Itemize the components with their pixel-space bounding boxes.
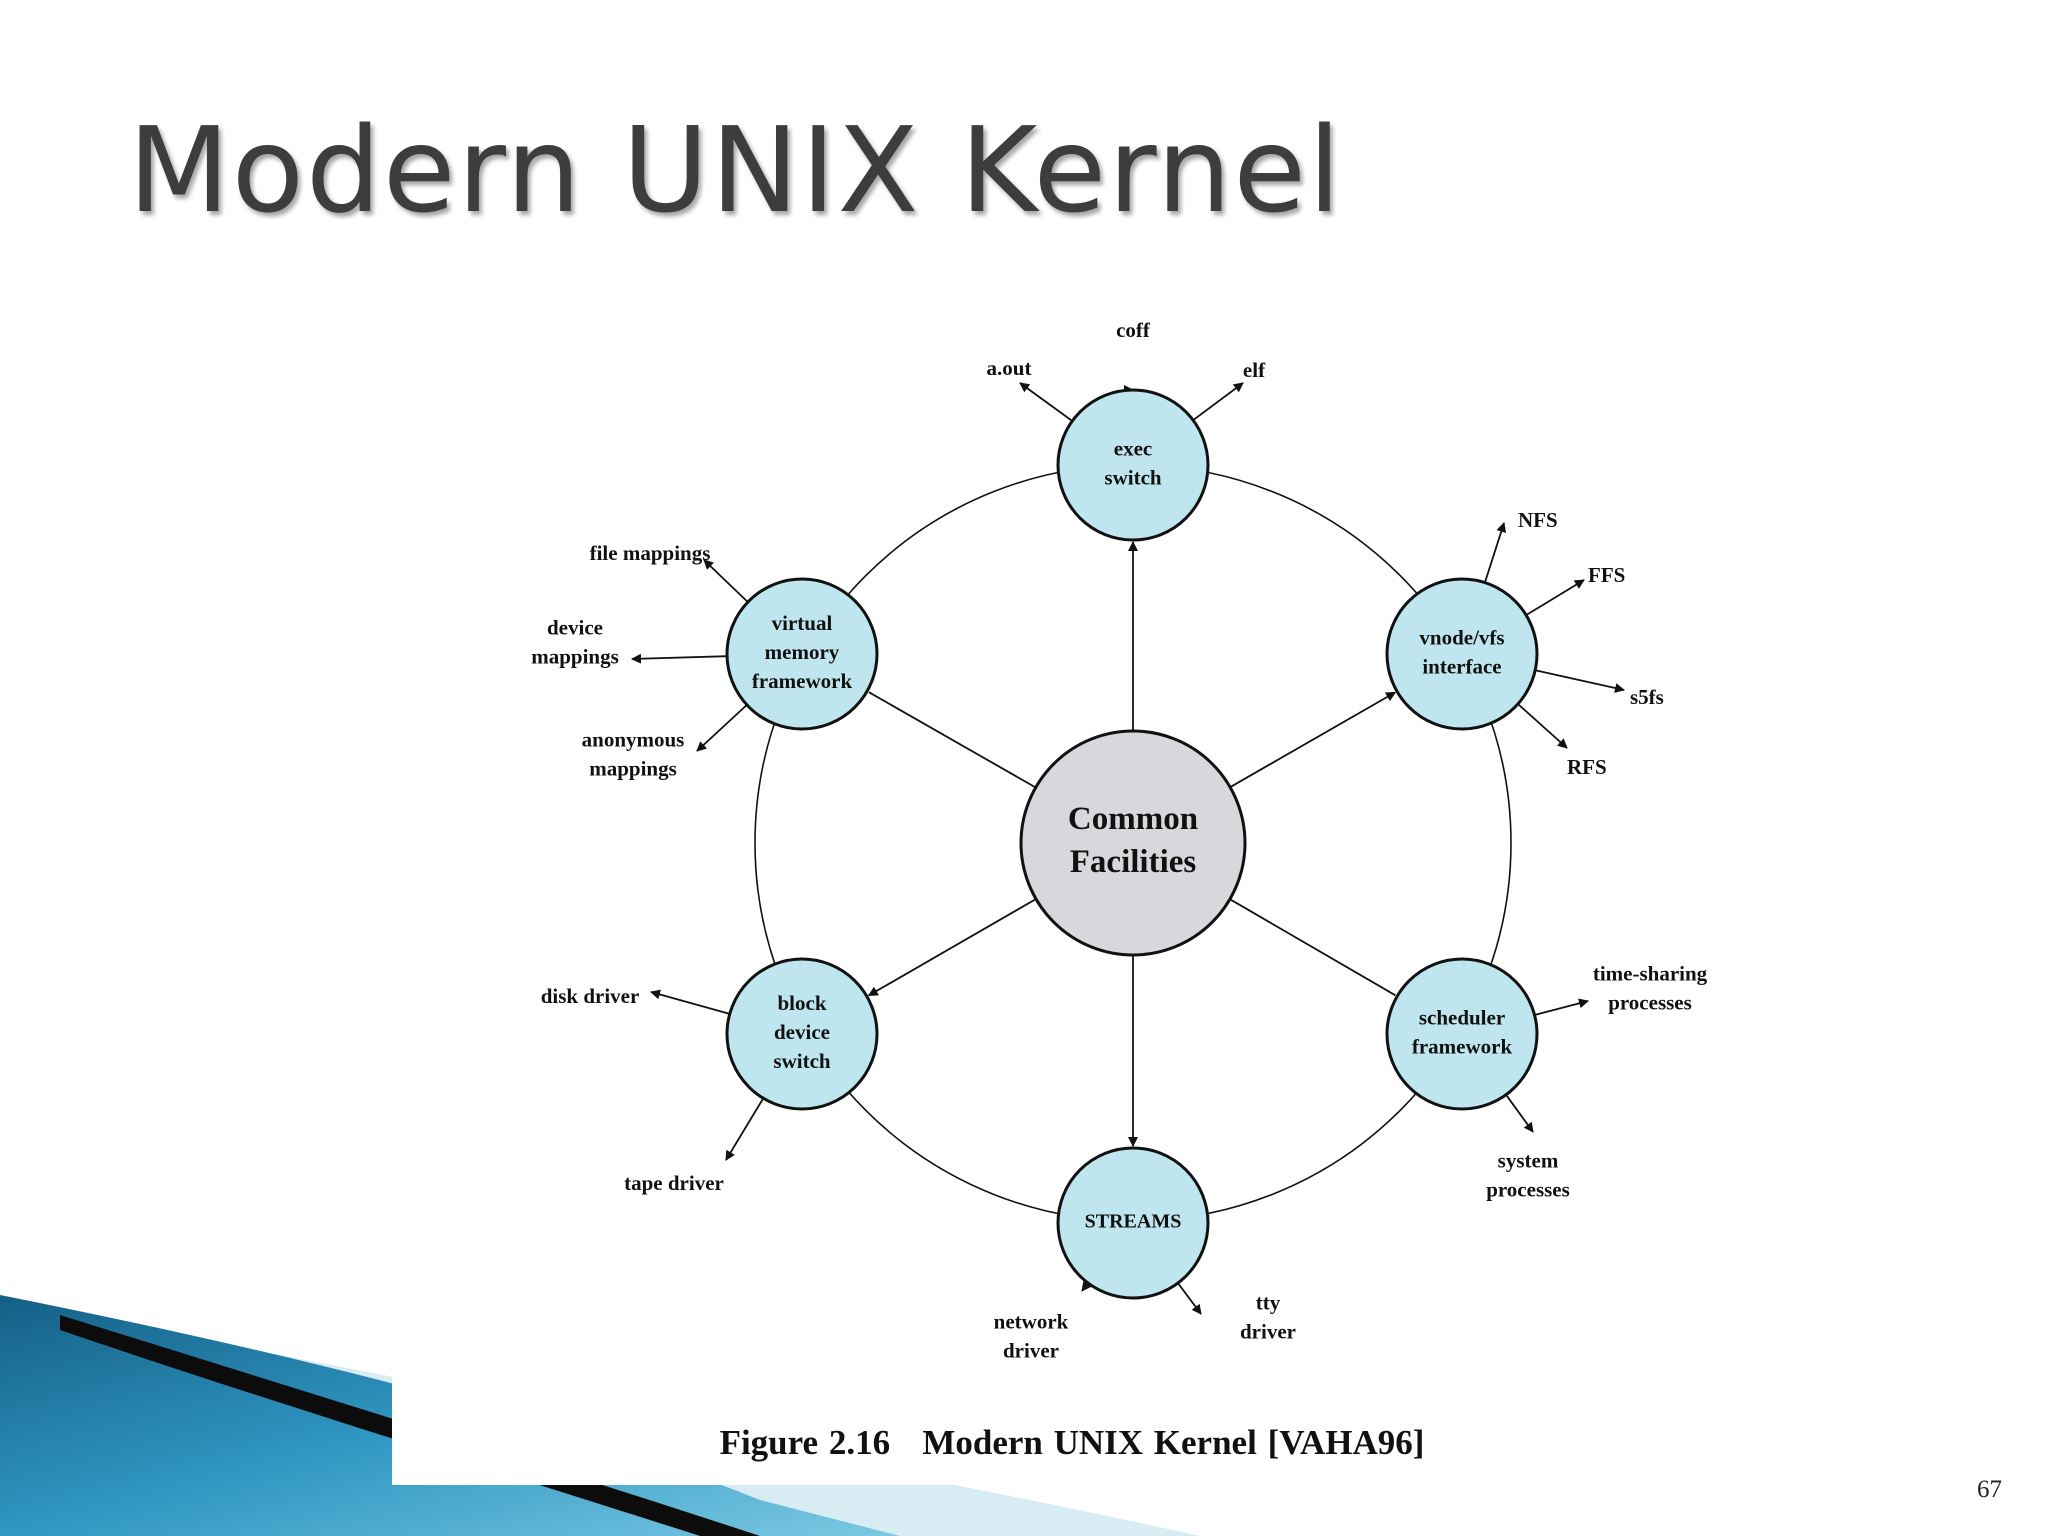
output-label-elf: elf [1243, 358, 1266, 382]
module-block-device-switch [725, 957, 879, 1111]
module-scheduler-framework [1385, 957, 1539, 1111]
figure-caption: Figure 2.16 Modern UNIX Kernel [VAHA96] [719, 1423, 1425, 1462]
connector-block-device-switch [867, 898, 1037, 997]
arrow-rfs [1517, 703, 1568, 749]
output-label-a-out: a.out [987, 356, 1032, 380]
module-label-streams: STREAMS [1085, 1211, 1182, 1233]
arrow-ffs [1525, 579, 1585, 616]
arrow-file-mappings [703, 559, 749, 603]
arrow-system-processes [1505, 1094, 1534, 1133]
module-exec-switch [1056, 388, 1210, 542]
common-facilities-node [1019, 729, 1247, 957]
arrow-tape-driver [725, 1097, 765, 1161]
module-vnode-vfs-interface [1385, 577, 1539, 731]
output-label-file-mappings: file mappings [590, 541, 711, 565]
connector-virtual-memory-framework [868, 691, 1037, 789]
module-virtual-memory-framework [725, 577, 879, 731]
connector-scheduler-framework [1229, 898, 1396, 997]
arrow-s5fs [1535, 669, 1625, 693]
arrow-network-driver [1081, 1280, 1092, 1292]
output-label-tape-driver: tape driver [624, 1171, 724, 1195]
arrow-elf [1192, 382, 1244, 421]
output-label-coff: coff [1116, 318, 1151, 342]
arrow-disk-driver [650, 989, 730, 1015]
output-label-s5fs: s5fs [1630, 685, 1664, 709]
output-label-nfs: NFS [1518, 508, 1558, 532]
module-streams [1056, 1146, 1210, 1300]
output-label-rfs: RFS [1567, 755, 1607, 779]
arrow-tty-driver [1177, 1282, 1202, 1315]
arrow-device-mappings [631, 653, 728, 664]
arrow-nfs [1484, 522, 1507, 583]
slide-title: Modern UNIX Kernel [128, 101, 1343, 239]
arrow-time-sharing-processes [1534, 998, 1589, 1016]
output-label-ffs: FFS [1588, 563, 1625, 587]
page-number: 67 [1977, 1476, 2002, 1503]
arrow-anonymous-mappings [696, 704, 748, 752]
connector-vnode-vfs-interface [1229, 691, 1397, 788]
output-label-disk-driver: disk driver [541, 984, 640, 1008]
arrow-a-out [1019, 382, 1073, 422]
